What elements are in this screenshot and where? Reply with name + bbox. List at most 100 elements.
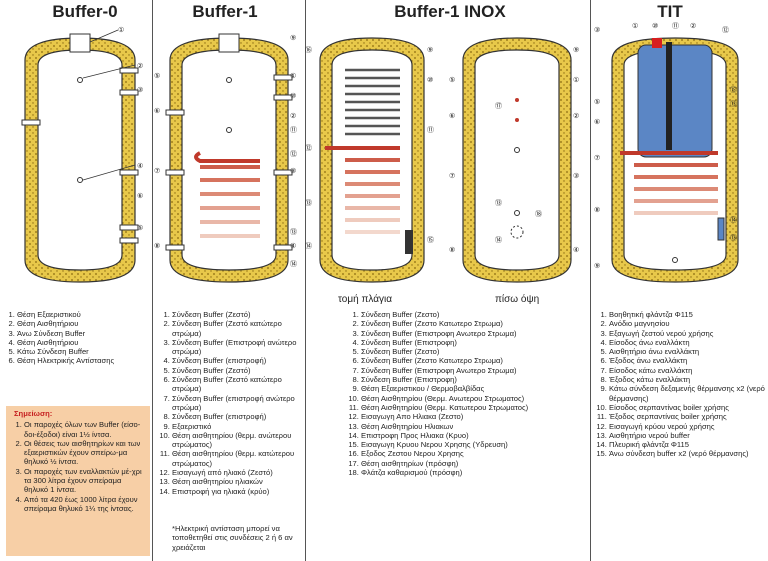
note-item: Οι παροχές όλων των Buffer (είσο-δοι-έξο… bbox=[24, 420, 146, 439]
note-item: Οι θέσεις των αισθητηρίων και των εξαερι… bbox=[24, 439, 146, 467]
buffer-0-legend: Θέση ΕξαεριστικούΘέση ΑισθητήριουΆνω Σύν… bbox=[0, 310, 150, 366]
inox-legend-item: Εξοδος Ζεστου Νερου Χρησης bbox=[361, 449, 588, 458]
marker-tit-6: ⑥ bbox=[594, 118, 600, 126]
marker-inox-11: ⑪ bbox=[427, 126, 434, 134]
buffer-0-legend-item: Άνω Σύνδεση Buffer bbox=[17, 329, 150, 338]
buffer-1-legend-item: Σύνδεση Buffer (Ζεστό) bbox=[172, 366, 303, 375]
notes-box: Σημείωση: Οι παροχές όλων των Buffer (εί… bbox=[6, 406, 150, 556]
marker-b1-11: ⑪ bbox=[290, 126, 297, 134]
marker-b1-3: ③ bbox=[290, 167, 296, 175]
tit-legend-item: Βοηθητική φλάντζα Φ115 bbox=[609, 310, 766, 319]
marker-b1-4: ④ bbox=[290, 242, 296, 250]
caption-back-view: πίσω όψη bbox=[495, 294, 540, 305]
marker-b0-1: ① bbox=[118, 26, 124, 34]
title-buffer-1: Buffer-1 bbox=[192, 2, 258, 21]
marker-tit-7: ⑦ bbox=[594, 154, 600, 162]
tit-legend-item: Εξαγωγή ζεστού νερού χρήσης bbox=[609, 329, 766, 338]
marker-inox-14: ⑭ bbox=[305, 242, 312, 250]
notes-title: Σημείωση: bbox=[14, 409, 53, 418]
marker-tit-8: ⑧ bbox=[594, 206, 600, 214]
inox-legend-item: Σύνδεση Buffer (Επιστροφη Ανωτερο Στρωμα… bbox=[361, 329, 588, 338]
marker-b1-9: ⑨ bbox=[290, 34, 296, 42]
marker-back-8: ⑧ bbox=[449, 246, 455, 254]
marker-b0-4: ④ bbox=[137, 162, 143, 170]
dhw-inner-tank bbox=[637, 44, 713, 158]
buffer-1-inox-legend: Σύνδεση Buffer (Ζεστο)Σύνδεση Buffer (Ζε… bbox=[344, 310, 588, 477]
inox-legend-item: Σύνδεση Buffer (Επιστροφη Ανωτερο Στρωμα… bbox=[361, 366, 588, 375]
marker-inox-9: ⑨ bbox=[427, 46, 433, 54]
marker-b1-1: ① bbox=[290, 72, 296, 80]
marker-b1-13: ⑬ bbox=[290, 228, 297, 236]
tank-body bbox=[37, 49, 123, 271]
marker-b1-8: ⑧ bbox=[154, 242, 160, 250]
marker-back-9: ⑨ bbox=[573, 46, 579, 54]
marker-tit-13b: ⑬ bbox=[730, 234, 737, 242]
buffer-1-legend-item: Σύνδεση Buffer (επιστροφή) bbox=[172, 356, 303, 365]
marker-inox-10: ⑩ bbox=[427, 76, 433, 84]
marker-tit-14: ⑭ bbox=[730, 216, 737, 224]
buffer-1-legend-item: Σύνδεση Buffer (Ζεστό κατώτερο στρώμα) bbox=[172, 319, 303, 338]
buffer-0-legend-item: Κάτω Σύνδεση Buffer bbox=[17, 347, 150, 356]
buffer-1-legend-item: Σύνδεση Buffer (επιστροφή ανώτερο στρώμα… bbox=[172, 394, 303, 413]
marker-back-18: ⑱ bbox=[535, 210, 542, 218]
separator-2 bbox=[305, 0, 306, 561]
buffer-1-legend-item: Σύνδεση Buffer (επιστροφή) bbox=[172, 412, 303, 421]
marker-inox-12: ⑫ bbox=[305, 144, 312, 152]
tit-legend-item: Είσοδος σερπαντίνας boiler χρήσης bbox=[609, 403, 766, 412]
tit-legend-item: Είσοδος κάτω εναλλάκτη bbox=[609, 366, 766, 375]
tit-diagram: ③ ① ⑩ ⑪ ② ⑫ ⑤ ⑮ ⑬ ⑥ ⑦ ⑧ ⑨ ⑭ ⑬ bbox=[594, 22, 739, 283]
tit-legend-item: Ανόδιο μαγνησίου bbox=[609, 319, 766, 328]
marker-inox-15: ⑮ bbox=[427, 236, 434, 244]
separator-1 bbox=[152, 0, 153, 561]
note-item: Οι παροχές των εναλλακτών μέ-χρι τα 300 … bbox=[24, 467, 146, 495]
tit-legend-item: Έξοδος κάτω εναλλάκτη bbox=[609, 375, 766, 384]
tit-legend-item: Άνω σύνδεση buffer x2 (νερό θέρμανσης) bbox=[609, 449, 766, 458]
tit-legend: Βοηθητική φλάντζα Φ115Ανόδιο μαγνησίουΕξ… bbox=[592, 310, 766, 459]
marker-b0-2: ② bbox=[137, 62, 143, 70]
marker-tit-5: ⑤ bbox=[594, 98, 600, 106]
note-item: Από τα 420 έως 1000 λίτρα έχουν σπείραμα… bbox=[24, 495, 146, 514]
marker-b1-10: ⑩ bbox=[290, 92, 296, 100]
buffer-1-diagram: ⑨ ① ⑩ ⑤ ② ⑪ ⑫ ⑥ ③ ⑦ ⑬ ⑧ ④ ⑭ bbox=[154, 33, 297, 283]
marker-back-13: ⑬ bbox=[495, 199, 502, 207]
inox-legend-item: Σύνδεση Buffer (Ζεστο Κατωτερο Στρωμα) bbox=[361, 319, 588, 328]
marker-tit-3: ③ bbox=[594, 26, 600, 34]
tit-legend-item: Έξοδος σερπαντίνας boiler χρήσης bbox=[609, 412, 766, 421]
tit-legend-item: Είσοδος άνω εναλλάκτη bbox=[609, 338, 766, 347]
buffer-0-legend-item: Θέση Αισθητήριου bbox=[17, 338, 150, 347]
inox-legend-item: Θέση Αισθητηρίου (Θερμ. Κατωτερου Στρωμα… bbox=[361, 403, 588, 412]
buffer-0-legend-item: Θέση Αισθητήριου bbox=[17, 319, 150, 328]
buffer-1-legend-item: Θέση αισθητηρίου (θερμ. κατώτερου στρώμα… bbox=[172, 449, 303, 468]
marker-tit-11: ⑪ bbox=[672, 22, 679, 30]
buffer-1-legend-item: Σύνδεση Buffer (Επιστροφή ανώτερο στρώμα… bbox=[172, 338, 303, 357]
buffer-1-legend-item: Εισαγωγή από ηλιακό (Ζεστό) bbox=[172, 468, 303, 477]
marker-tit-10: ⑩ bbox=[652, 22, 658, 30]
dhw-coil bbox=[345, 68, 400, 136]
marker-b1-7: ⑦ bbox=[154, 167, 160, 175]
tit-legend-item: Εισαγωγή κρύου νερού χρήσης bbox=[609, 422, 766, 431]
buffer-1-legend-item: Επιστροφή για ηλιακά (κρύο) bbox=[172, 487, 303, 496]
title-buffer-1-inox: Buffer-1 INOX bbox=[394, 2, 506, 21]
marker-inox-13: ⑬ bbox=[305, 199, 312, 207]
marker-b1-14: ⑭ bbox=[290, 260, 297, 268]
marker-back-3: ③ bbox=[573, 172, 579, 180]
tit-legend-item: Πλευρική φλάντζα Φ115 bbox=[609, 440, 766, 449]
solar-coil bbox=[194, 151, 260, 238]
marker-tit-1: ① bbox=[632, 22, 638, 30]
marker-b0-3: ③ bbox=[137, 86, 143, 94]
marker-b0-6: ⑥ bbox=[137, 192, 143, 200]
tit-lower-coil bbox=[620, 151, 718, 215]
inox-legend-item: Φλάτζα καθαρισμού (πρόσφη) bbox=[361, 468, 588, 477]
buffer-0-diagram: ① ② ③ ④ ⑥ ⑤ bbox=[21, 26, 143, 283]
caption-side-section: τομή πλάγια bbox=[338, 294, 393, 305]
inox-legend-item: Θέση Αισθητηρίου (Θερμ. Ανωτερου Στρωματ… bbox=[361, 394, 588, 403]
inox-legend-item: Επιστροφη Προς Ηλιακα (Κρυο) bbox=[361, 431, 588, 440]
marker-back-2: ② bbox=[573, 112, 579, 120]
buffer-0-legend-item: Θέση Εξαεριστικού bbox=[17, 310, 150, 319]
title-tit: TIT bbox=[657, 2, 683, 21]
buffer-1-legend-item: Θέση αισθητηρίου (θερμ. ανώτερου στρώματ… bbox=[172, 431, 303, 450]
marker-tit-15: ⑮ bbox=[730, 86, 737, 94]
marker-tit-13a: ⑬ bbox=[730, 100, 737, 108]
inox-legend-item: Σύνδεση Buffer (Επιστροφη) bbox=[361, 338, 588, 347]
marker-b1-6: ⑥ bbox=[154, 107, 160, 115]
